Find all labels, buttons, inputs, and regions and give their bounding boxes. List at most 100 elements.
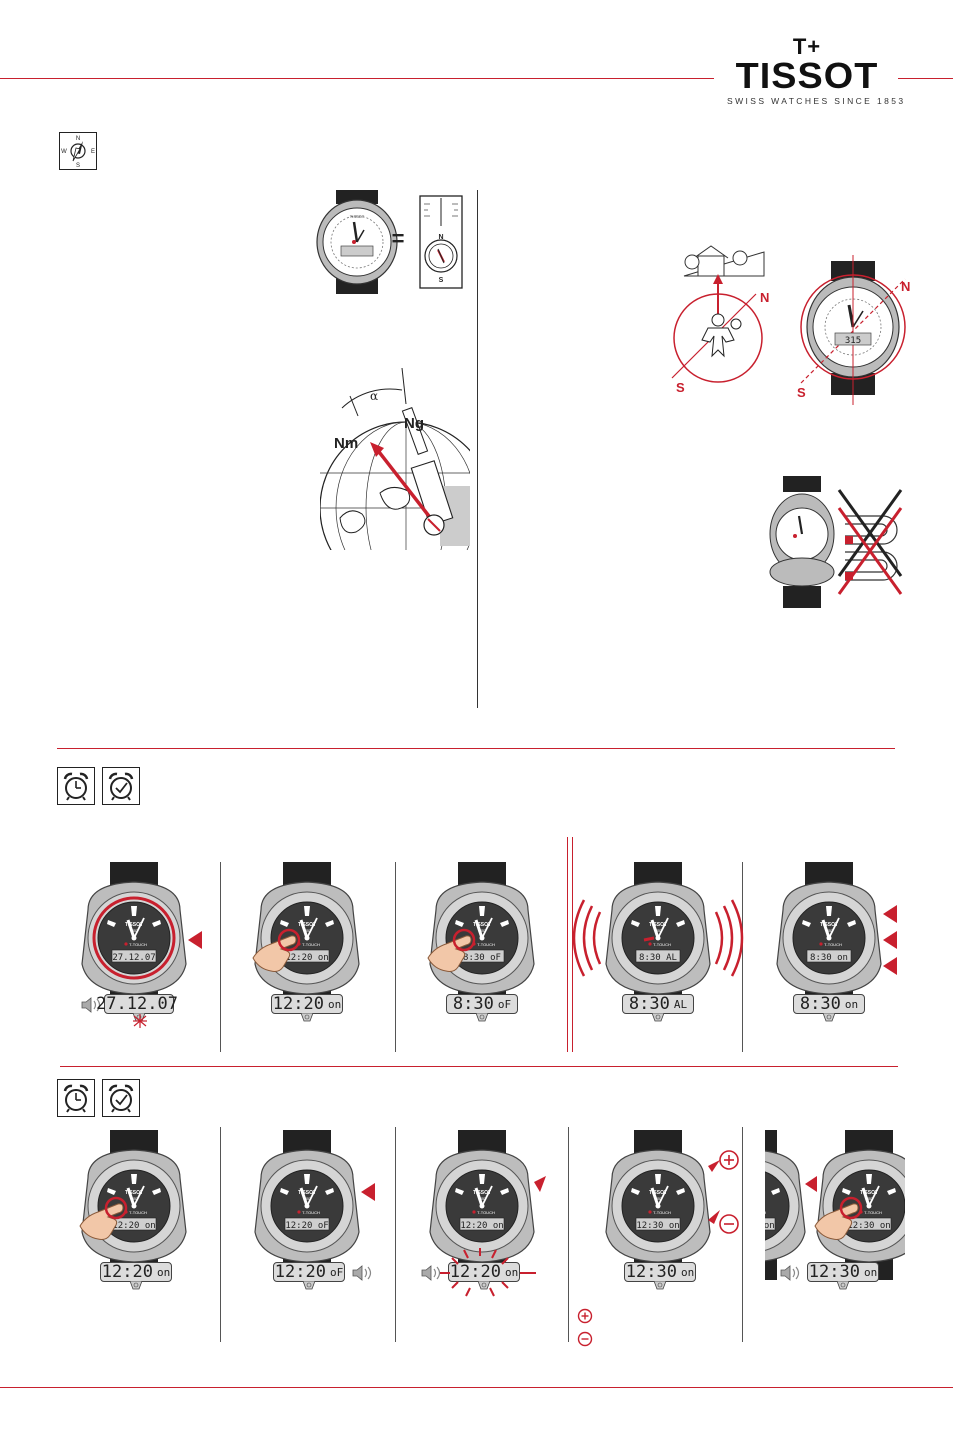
watch-face-text: 8:30 on (810, 953, 848, 963)
alarm-setting-step-5-lcd-suffix: on (863, 1265, 878, 1279)
speaker-icon-4 (780, 1265, 800, 1281)
watch-face-text: 12:30 on (765, 1221, 775, 1231)
watch-face-text: 1853 (654, 929, 662, 933)
alarm-clock-check-icon-2 (102, 1079, 140, 1117)
alarm-step-2: 12:20 on TISSOT 1853 T-TOUCH 12:20 on (243, 862, 373, 1032)
alarm-setting-step-1-lcd-digits: 12:20 (101, 1262, 153, 1282)
watch-face-text: TISSOT (473, 1190, 491, 1196)
alarm-setting-step-5-lcd-digits: 12:30 (808, 1262, 860, 1282)
orientation-person-illustration: N S (671, 245, 769, 395)
alarm-step-4-lcd-button-icon (652, 1013, 664, 1022)
compass-s-label: S (439, 277, 444, 284)
speaker-icon-3 (421, 1265, 441, 1281)
alarm-step-2-lcd: 12:20 on (271, 994, 343, 1014)
geographic-north-label: Ng (404, 415, 424, 432)
tissot-logo: T+ TISSOT SWISS WATCHES SINCE 1853 (727, 36, 906, 116)
alarm-step-2-lcd-button-icon (301, 1013, 313, 1022)
watch-face-text: 12:30 on (636, 1221, 679, 1231)
compass-icon-n: N (76, 136, 80, 142)
alarm-setting-step-1-lcd-suffix: on (156, 1265, 171, 1279)
watch-face-text: TISSOT (473, 922, 491, 928)
watch-face-text: TISSOT (649, 1190, 667, 1196)
orientation-s-right: S (797, 385, 806, 400)
compass-mode-icon: N S E W (59, 132, 97, 170)
watch-face-text: T-TOUCH (653, 1210, 671, 1215)
alarm-setting-step-3: 12:20 on TISSOT 1853 T-TOUCH 12:20 on (418, 1130, 548, 1300)
alarm-setting-step-5-lcd-button-icon (837, 1281, 849, 1290)
watch-face-text: T-TOUCH (129, 1210, 147, 1215)
watch-face-text: 1853 (130, 1197, 138, 1201)
watch-brand-text: TISSOT (350, 214, 365, 219)
row1-divider-4 (742, 862, 743, 1052)
alarm-setting-step-2-lcd: 12:20 oF (273, 1262, 345, 1282)
magnet-warning-illustration (769, 476, 903, 608)
watch-face-text: 1853 (130, 929, 138, 933)
alarm-step-3-lcd-digits: 8:30 (452, 994, 494, 1014)
alarm-setting-step-4-lcd-suffix: on (680, 1265, 695, 1279)
watch-face-text: 1853 (654, 1197, 662, 1201)
alarm-step-5-lcd-digits: 8:30 (799, 994, 841, 1014)
alarm-setting-step-3-lcd-digits: 12:20 (449, 1262, 501, 1282)
alarm-section-rule-top (57, 748, 895, 749)
alarm-setting-step-2: 12:20 oF TISSOT 1853 T-TOUCH 12:20 oF (243, 1130, 375, 1300)
orientation-s-left: S (676, 380, 685, 395)
alarm-step-3-watch: 8:30 oF TISSOT 1853 T-TOUCH (427, 862, 535, 1012)
alarm-setting-step-3-lcd-suffix: on (504, 1265, 519, 1279)
row1-divider-3a (567, 837, 568, 1052)
row2-divider-3 (568, 1127, 569, 1342)
alarm-step-4-watch: 8:30 AL TISSOT 1853 T-TOUCH (572, 862, 744, 1012)
watch-face-text: T-TOUCH (477, 1210, 495, 1215)
alarm-setting-step-5-watch-b: 12:30 on TISSOT 1853 T-TOUCH (814, 1130, 905, 1280)
header-rule-right (898, 78, 953, 79)
watch-face-text: T-TOUCH (302, 942, 320, 947)
watch-face-text: TISSOT (860, 1190, 878, 1196)
watch-face-text: 8:30 oF (463, 953, 501, 963)
alarm-setting-step-4-lcd-button-icon (654, 1281, 666, 1290)
row1-divider-2 (395, 862, 396, 1052)
watch-face-text: 1853 (303, 1197, 311, 1201)
watch-face-text: T-TOUCH (864, 1210, 882, 1215)
alarm-step-5-watch: 8:30 on TISSOT 1853 T-TOUCH (776, 862, 897, 1012)
alarm-clock-icon-2 (57, 1079, 95, 1117)
declination-alpha: α (370, 389, 378, 403)
magnetic-north-label: Nm (334, 435, 358, 452)
alarm-setting-step-5: 12:30 on TISSOT 1853 T-TOUCH 12:30 on TI… (765, 1130, 905, 1300)
minus-legend-icon (577, 1331, 593, 1347)
alarm-step-5: 8:30 on TISSOT 1853 T-TOUCH 8:30 on (765, 862, 897, 1032)
alarm-step-4-lcd-digits: 8:30 (628, 994, 670, 1014)
orientation-n-right: N (901, 279, 910, 294)
watch-face-text: 1853 (478, 929, 486, 933)
alarm-step-4: 8:30 AL TISSOT 1853 T-TOUCH 8:30 AL (572, 862, 744, 1032)
logo-tagline: SWISS WATCHES SINCE 1853 (727, 96, 906, 106)
compass-icon-s: S (76, 163, 80, 169)
watch-face-text: 12:20 on (460, 1221, 503, 1231)
alarm-step-5-lcd-button-icon (823, 1013, 835, 1022)
orientation-watch-digits: 315 (845, 336, 861, 346)
alarm-clock-icon (57, 767, 95, 805)
alarm-setting-step-1-lcd-button-icon (130, 1281, 142, 1290)
watch-face-text: TISSOT (125, 922, 143, 928)
speaker-icon-1 (81, 997, 101, 1013)
watch-face-text: T-TOUCH (765, 1210, 766, 1215)
watch-face-text: 1853 (825, 929, 833, 933)
alarm-setting-step-2-lcd-button-icon (303, 1281, 315, 1290)
footer-rule (0, 1387, 953, 1388)
alarm-setting-step-1: 12:20 on TISSOT 1853 T-TOUCH 12:20 on (70, 1130, 200, 1300)
watch-face-text: 12:20 on (285, 953, 328, 963)
watch-face-text: 12:30 on (847, 1221, 890, 1231)
watch-face-text: T-TOUCH (302, 1210, 320, 1215)
alarm-step-3-lcd: 8:30 oF (446, 994, 518, 1014)
alarm-step-1-lcd-digits: 27.12.07 (96, 994, 178, 1014)
row2-divider-4 (742, 1127, 743, 1342)
alarm-setting-step-5-lcd: 12:30 on (807, 1262, 879, 1282)
alarm-setting-step-1-lcd: 12:20 on (100, 1262, 172, 1282)
compass-n-label: N (438, 234, 443, 241)
watch-face-text: 12:20 on (112, 1221, 155, 1231)
alarm-setting-step-4-lcd-digits: 12:30 (625, 1262, 677, 1282)
watch-face-text: 8:30 AL (639, 953, 677, 963)
watch-face-text: 12:20 oF (285, 1221, 328, 1231)
flash-icon (133, 1014, 147, 1028)
alarm-step-2-watch: 12:20 on TISSOT 1853 T-TOUCH (252, 862, 360, 1012)
magnetic-declination-globe: α Ng Nm (320, 368, 470, 550)
watch-equals-compass-illustration: TISSOT = N S (316, 190, 463, 294)
